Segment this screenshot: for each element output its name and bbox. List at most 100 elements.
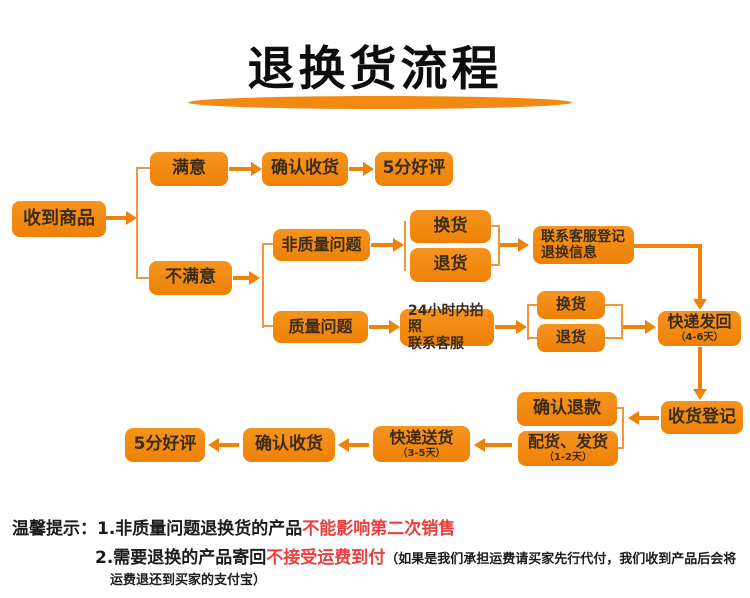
split-bracket [527,304,537,306]
arrow-shaft [106,216,126,220]
arrow-shaft [639,416,659,420]
arrow-shaft [233,276,249,280]
node-label: 确认收货 [255,434,323,455]
arrow-shaft [698,347,702,389]
elbow-line [698,244,702,299]
tip-2-text: 2.需要退换的产品寄回 [95,548,267,568]
page-title: 退换货流程 [247,42,503,97]
merge-bracket [491,264,500,266]
node-label: 确认收货 [271,158,339,179]
tip-2-highlight: 不接受运费到付 [266,548,386,568]
node-confirm-receipt-top: 确认收货 [262,152,348,186]
node-duration: （1-2天） [543,452,593,464]
tip-line-2: 2.需要退换的产品寄回不接受运费到付（如果是我们承担运费请买家先行代付，我们收到… [95,543,736,568]
node-return-2: 退货 [537,324,605,352]
branch-line [136,167,150,169]
arrow-left-icon [474,438,485,452]
arrow-down-icon [693,389,707,400]
arrow-right-icon [126,211,137,225]
node-label: 非质量问题 [281,234,362,254]
node-received-goods: 收到商品 [12,201,106,237]
node-express-delivery: 快递送货 （3-5天） [373,426,470,462]
arrow-right-icon [645,320,656,334]
merge-bracket [621,304,623,339]
title-underline-swoosh [188,96,572,109]
arrow-shaft [369,325,389,329]
node-label: 收货登记 [668,406,736,427]
arrow-left-icon [208,438,219,452]
arrow-shaft [349,167,363,171]
node-non-quality-issue: 非质量问题 [273,229,370,261]
branch-line [262,243,264,328]
arrow-right-icon [518,238,529,252]
node-confirm-receipt-bottom: 确认收货 [243,428,335,462]
arrow-right-icon [249,271,260,285]
node-label: 快递送货 [389,427,454,447]
node-label: 满意 [172,158,206,179]
tip-line-3: 运费退还到买家的支付宝） [110,569,266,588]
split-bracket [527,304,529,340]
node-label: 快递发回 [667,312,732,332]
node-label: 5分好评 [382,158,446,179]
node-contact-cs-register: 联系客服登记 退换信息 [533,226,634,264]
elbow-line [634,244,702,248]
node-five-star-bottom: 5分好评 [125,428,205,462]
tip-2-note: （如果是我们承担运费请买家先行代付，我们收到产品后会将 [385,552,737,567]
arrow-shaft [495,325,516,329]
node-label: 确认退款 [533,398,601,419]
node-photo-24h-contact-cs: 24小时内拍照 联系客服 [400,303,494,352]
arrow-shaft [349,443,369,447]
split-bracket [527,337,537,339]
arrow-right-icon [389,320,400,334]
merge-bracket [491,225,500,227]
merge-bracket [605,304,623,306]
branch-line [262,325,273,327]
arrow-down-icon [693,299,707,310]
tip-3-note: 运费退还到买家的支付宝） [110,573,267,588]
node-label-line2: 退换信息 [541,245,597,261]
node-label: 退货 [433,254,468,275]
node-unsatisfied: 不满意 [149,261,232,295]
branch-line [262,243,273,245]
branch-line [136,277,150,279]
node-label: 换货 [433,215,468,236]
node-label: 24小时内拍照 [408,303,484,336]
node-exchange-2: 换货 [537,291,605,319]
arrow-right-icon [363,162,374,176]
node-label: 不满意 [165,267,216,288]
node-label: 5分好评 [133,434,197,455]
split-bracket [618,447,624,449]
arrow-shaft [623,325,645,329]
merge-bracket [498,225,500,266]
tip-1-highlight: 不能影响第二次销售 [302,519,456,539]
arrow-shaft [500,243,518,247]
node-allocate-ship: 配货、发货 （1-2天） [518,431,618,466]
node-five-star-top: 5分好评 [375,152,453,186]
split-bracket [622,407,624,449]
tip-1-text: 1.非质量问题退换货的产品 [97,519,303,539]
node-duration: （4-6天） [675,332,724,344]
node-confirm-refund: 确认退款 [517,392,617,426]
merge-bracket [605,337,623,339]
arrow-shaft [371,243,393,247]
split-bracket [617,407,624,409]
node-duration: （3-5天） [397,447,446,459]
arrow-left-icon [628,411,639,425]
arrow-right-icon [516,320,527,334]
node-label: 质量问题 [288,316,353,336]
node-exchange-1: 换货 [410,210,491,243]
node-label: 收到商品 [23,207,95,229]
tip-prefix: 温馨提示： [12,519,97,539]
node-label-line2: 联系客服 [408,335,464,352]
node-quality-issue: 质量问题 [273,311,368,343]
split-bracket [404,221,406,271]
arrow-left-icon [338,438,349,452]
arrow-shaft [219,443,239,447]
node-label: 配货、发货 [527,432,608,452]
node-satisfied: 满意 [150,152,228,186]
node-receipt-register: 收货登记 [661,401,743,434]
tip-line-1: 温馨提示：1.非质量问题退换货的产品不能影响第二次销售 [12,514,455,539]
node-label: 退货 [555,328,586,347]
arrow-shaft [485,443,512,447]
